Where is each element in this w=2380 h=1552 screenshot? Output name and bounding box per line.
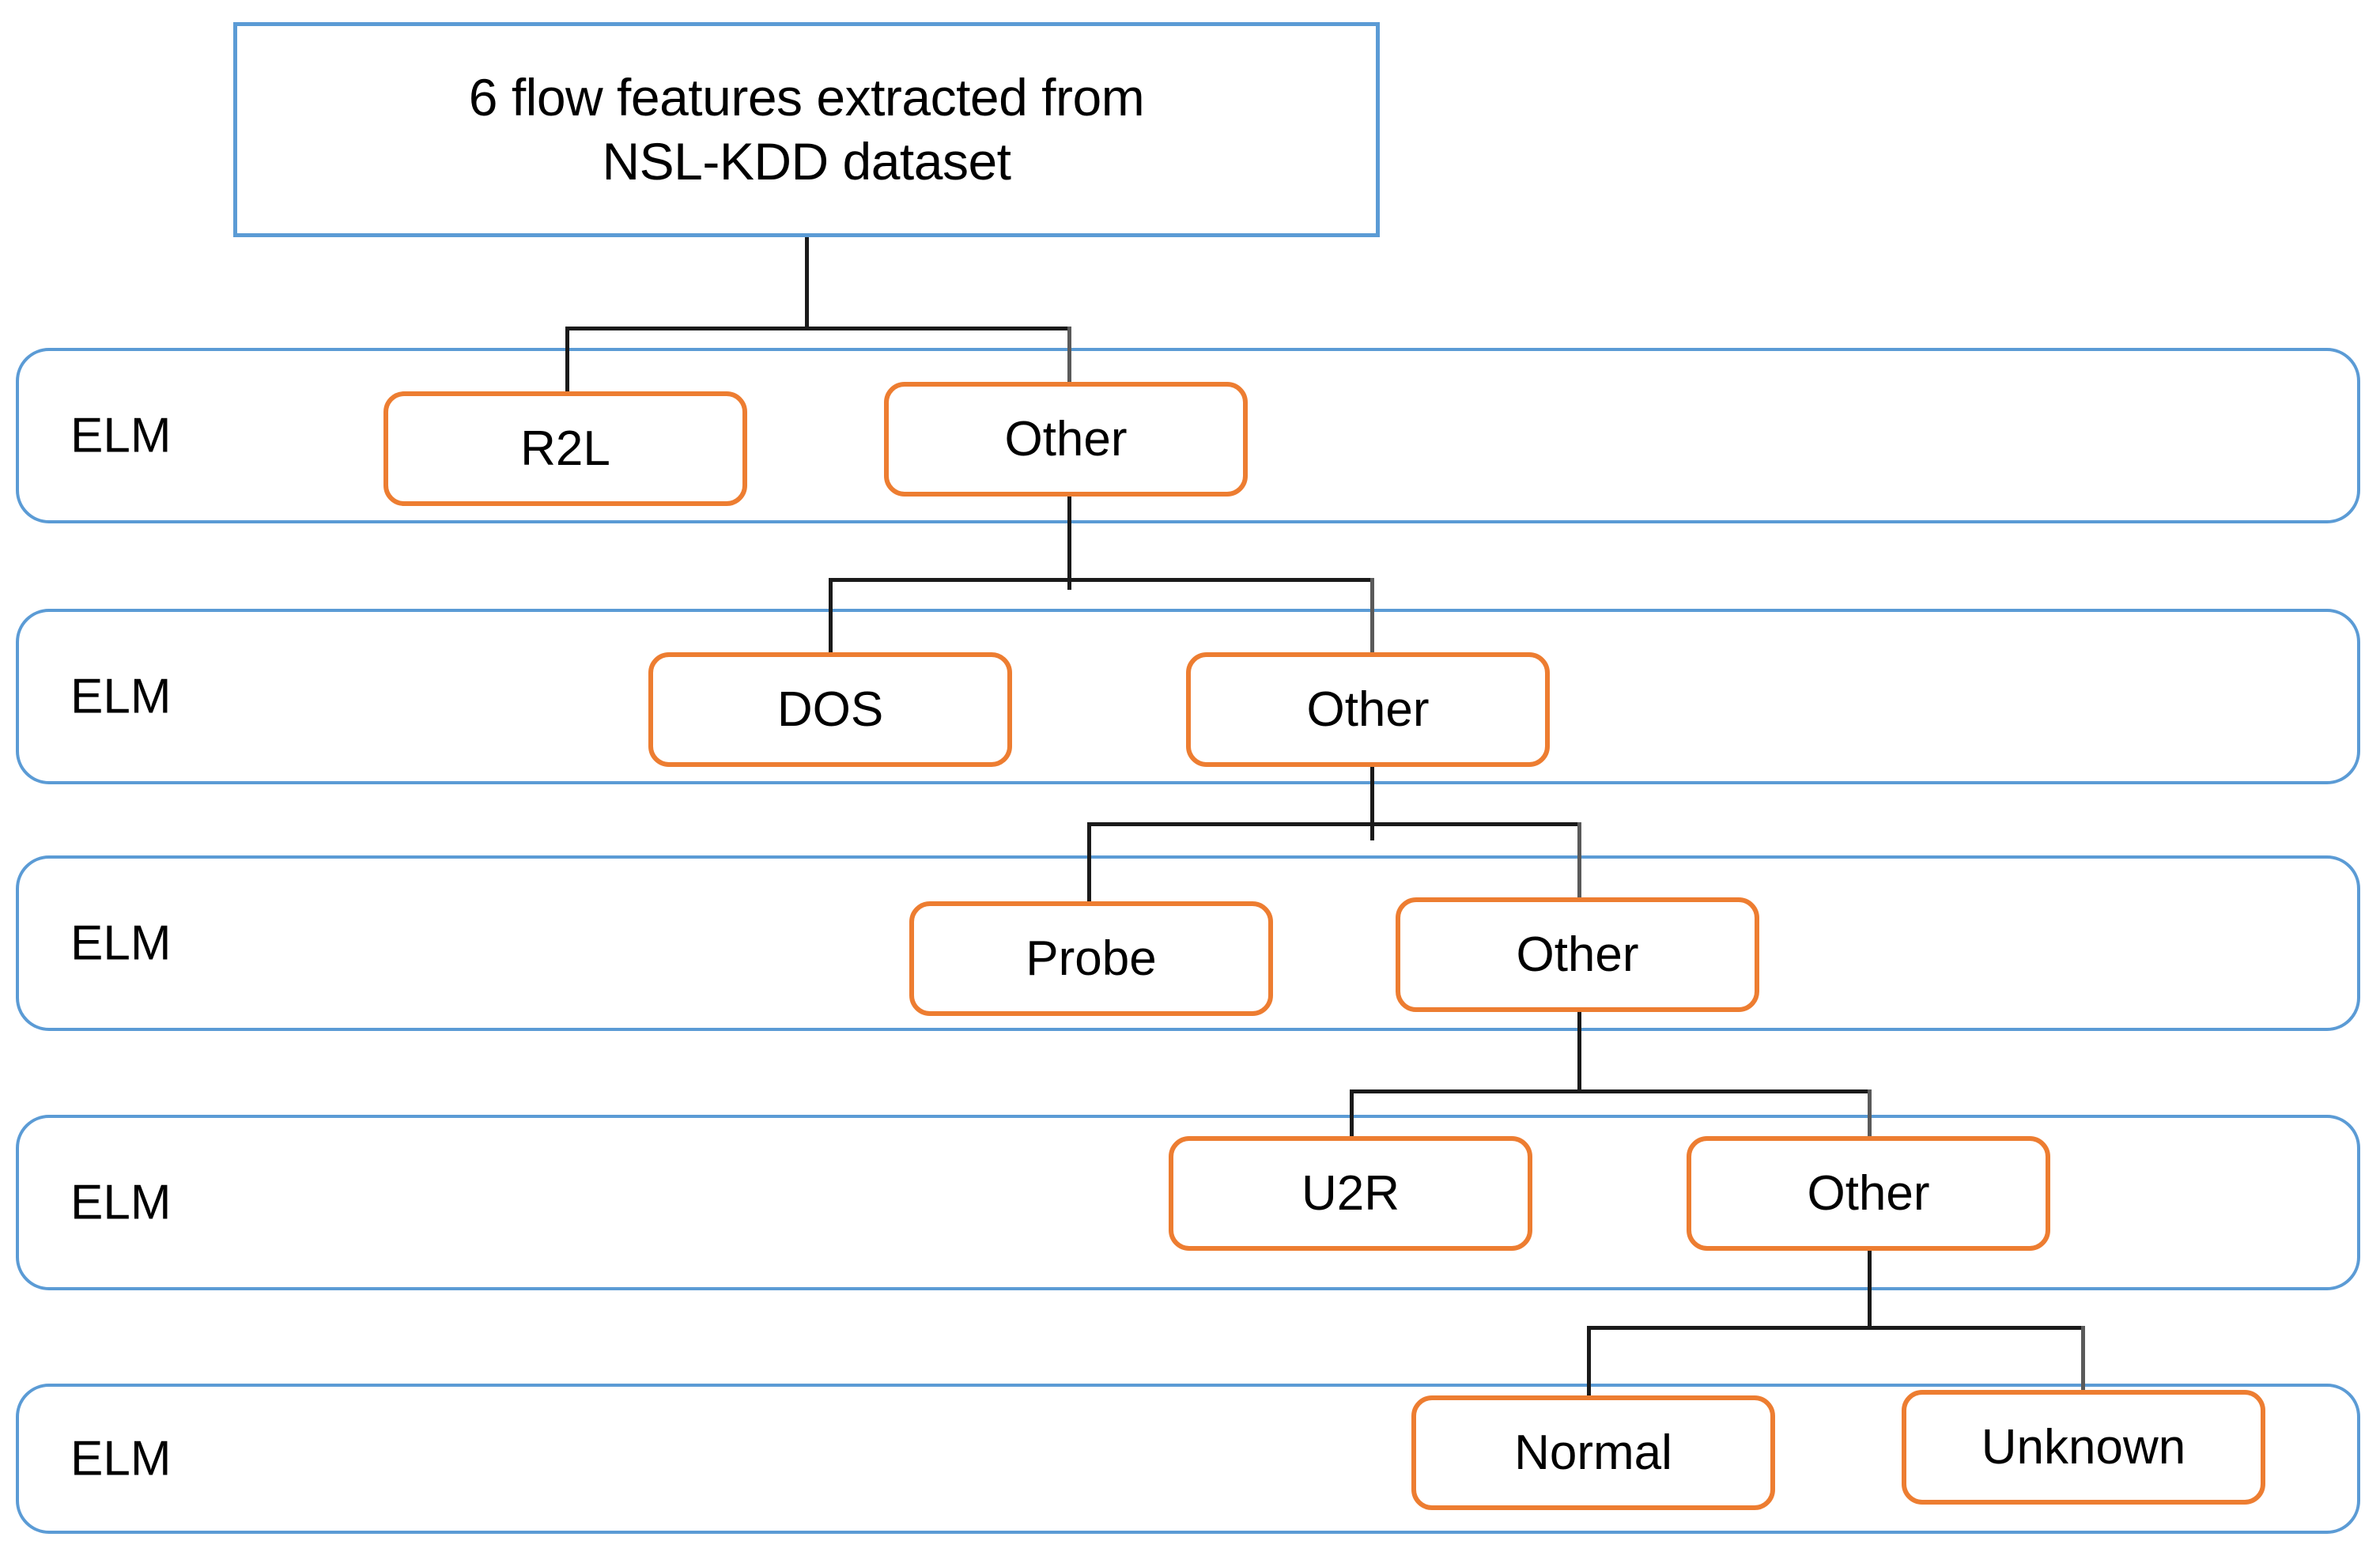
connector-root-stem	[805, 237, 809, 330]
connector-stage3-left-drop	[1087, 822, 1091, 917]
node-other-stage-1[interactable]: Other	[884, 382, 1248, 497]
connector-stage1-right-drop	[1067, 327, 1071, 382]
root-input-box: 6 flow features extracted from NSL-KDD d…	[233, 22, 1380, 237]
node-label-other-2: Other	[1306, 682, 1430, 737]
connector-stage5-right-drop	[2081, 1326, 2085, 1409]
connector-stage3-right-drop	[1577, 822, 1581, 913]
node-label-other-1: Other	[1004, 411, 1128, 466]
node-probe[interactable]: Probe	[909, 901, 1273, 1016]
node-unknown[interactable]: Unknown	[1902, 1390, 2265, 1505]
elm-label-2: ELM	[70, 669, 172, 724]
connector-stage5-left-drop	[1587, 1326, 1591, 1413]
node-other-stage-2[interactable]: Other	[1186, 652, 1550, 767]
node-label-other-4: Other	[1807, 1165, 1930, 1221]
node-label-normal: Normal	[1514, 1425, 1672, 1480]
node-label-unknown: Unknown	[1981, 1419, 2186, 1475]
connector-stage1-bar	[565, 327, 1071, 330]
connector-stage3-other-stem	[1577, 1012, 1581, 1091]
connector-stage3-bar	[1087, 822, 1581, 826]
connector-stage2-right-drop	[1370, 578, 1374, 657]
root-title-line-1: 6 flow features extracted from	[468, 68, 1145, 127]
connector-stage2-left-drop	[829, 578, 833, 657]
connector-stage4-left-drop	[1350, 1089, 1354, 1176]
elm-label-3: ELM	[70, 916, 172, 971]
connector-stage2-bar	[829, 578, 1374, 582]
node-label-dos: DOS	[776, 682, 884, 737]
connector-stage2-other-stem	[1370, 765, 1374, 840]
node-normal[interactable]: Normal	[1411, 1395, 1775, 1510]
node-u2r[interactable]: U2R	[1169, 1136, 1532, 1251]
connector-stage4-other-stem	[1868, 1249, 1872, 1328]
node-label-probe: Probe	[1026, 931, 1157, 986]
node-dos[interactable]: DOS	[648, 652, 1012, 767]
root-title-line-2: NSL-KDD dataset	[602, 132, 1011, 191]
connector-stage4-right-drop	[1868, 1089, 1872, 1176]
connector-stage1-other-stem	[1067, 497, 1071, 590]
node-label-other-3: Other	[1516, 927, 1639, 982]
connector-stage1-left-drop	[565, 327, 569, 391]
elm-label-1: ELM	[70, 408, 172, 463]
node-label-r2l: R2L	[520, 421, 610, 476]
node-label-u2r: U2R	[1301, 1165, 1400, 1221]
node-other-stage-3[interactable]: Other	[1396, 897, 1759, 1012]
connector-stage4-bar	[1350, 1089, 1872, 1093]
elm-label-4: ELM	[70, 1175, 172, 1230]
elm-label-5: ELM	[70, 1431, 172, 1486]
connector-stage5-bar	[1587, 1326, 2085, 1330]
node-other-stage-4[interactable]: Other	[1687, 1136, 2050, 1251]
node-r2l[interactable]: R2L	[383, 391, 747, 506]
